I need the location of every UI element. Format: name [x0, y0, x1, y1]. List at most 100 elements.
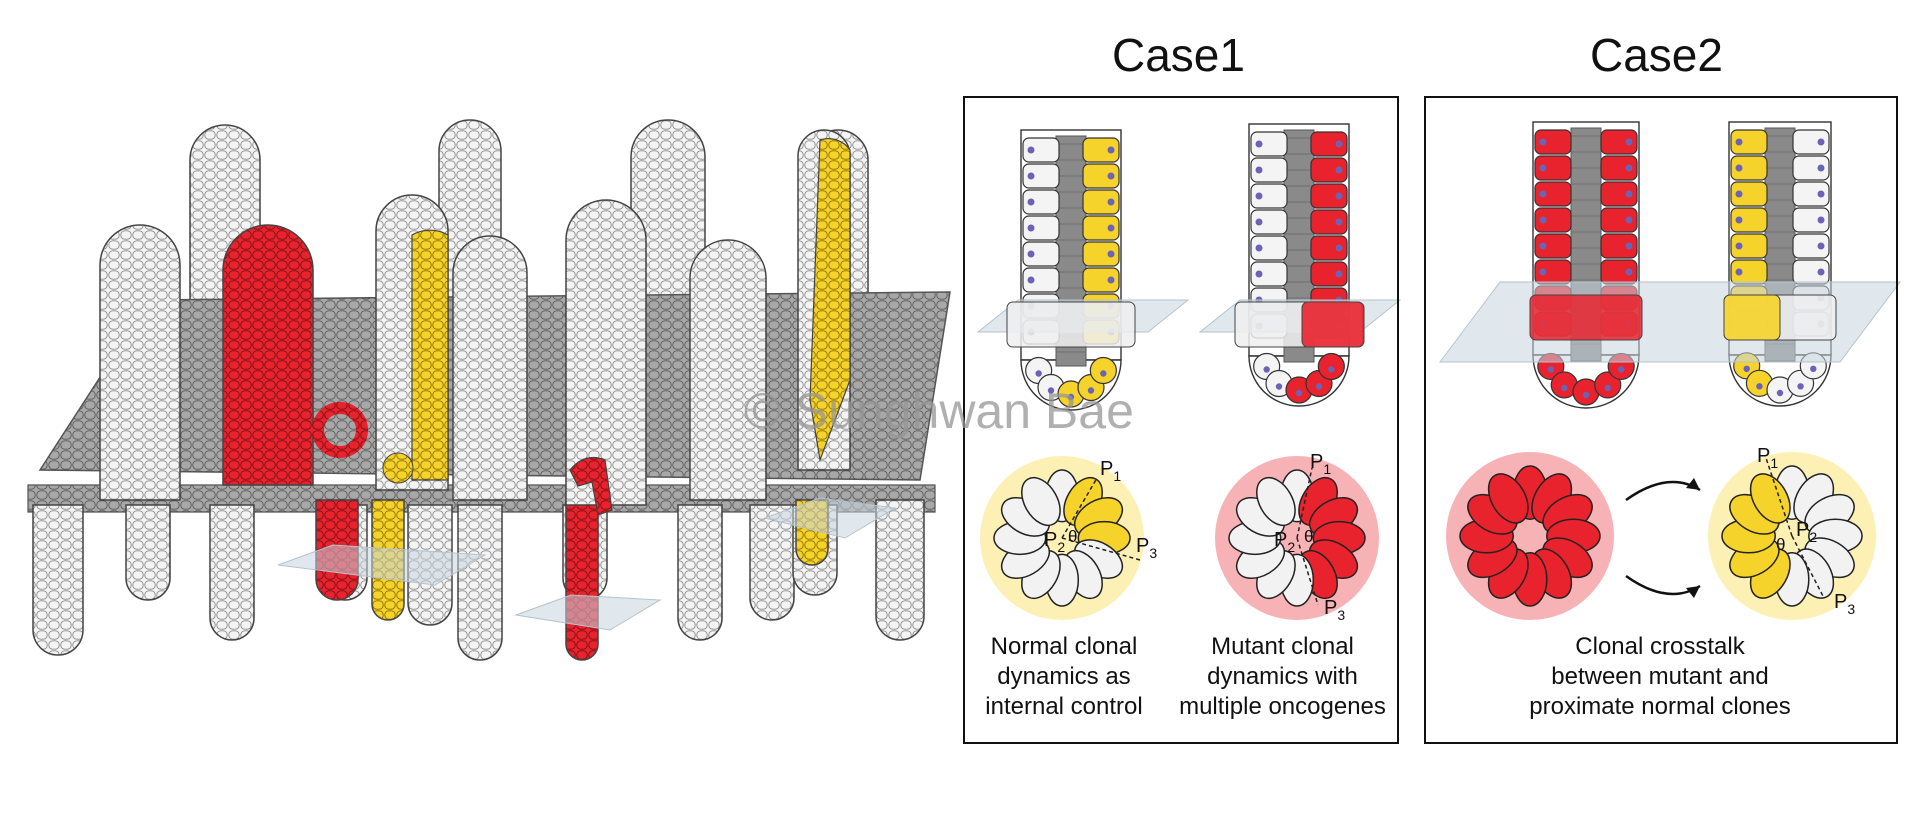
- cell: [1022, 189, 1060, 215]
- mutant-crypt: [565, 499, 599, 661]
- ring-cell: [1256, 476, 1296, 527]
- nucleus: [1817, 138, 1825, 146]
- mutant-branch: [569, 457, 613, 516]
- crypt: [209, 504, 255, 641]
- cell: [1730, 129, 1768, 155]
- nucleus: [1582, 391, 1590, 399]
- normal-band-half: [1723, 294, 1781, 341]
- nucleus: [1735, 268, 1743, 276]
- cell: [1082, 189, 1120, 215]
- mutant-crypt-opening: [312, 402, 368, 458]
- case1-left-caption: Normal clonal dynamics as internal contr…: [985, 633, 1143, 720]
- nucleus: [1067, 393, 1075, 401]
- angle-line: [1296, 537, 1319, 606]
- arrow-head: [1686, 586, 1700, 598]
- nucleus: [1625, 242, 1633, 250]
- cell: [1730, 233, 1768, 259]
- cell: [1250, 235, 1288, 261]
- cell: [1600, 207, 1638, 233]
- cross-section-band: [1529, 294, 1643, 341]
- nucleus: [1107, 198, 1115, 206]
- nucleus: [1255, 244, 1263, 252]
- villus: [565, 199, 647, 506]
- nucleus: [1604, 384, 1611, 392]
- cell: [1310, 131, 1348, 157]
- nucleus: [1561, 384, 1568, 392]
- tissue-3d: [27, 119, 951, 661]
- theta-label: θ: [1068, 527, 1077, 546]
- cell: [1082, 163, 1120, 189]
- cell: [1600, 155, 1638, 181]
- crypt: [875, 499, 925, 641]
- nucleus: [1255, 166, 1263, 174]
- crypt: [457, 504, 503, 661]
- ring-cell: [1487, 473, 1529, 524]
- nucleus: [1047, 387, 1055, 394]
- case2-caption: Clonal crosstalk between mutant and prox…: [1529, 633, 1791, 720]
- yellow-clone-stripe: [809, 137, 851, 463]
- nucleus: [1335, 244, 1343, 252]
- nucleus: [1625, 138, 1633, 146]
- nucleus: [1087, 387, 1095, 394]
- nucleus: [1335, 140, 1343, 148]
- cell: [1250, 209, 1288, 235]
- nucleus: [1539, 164, 1547, 172]
- cell: [1250, 157, 1288, 183]
- cell: [1022, 137, 1060, 163]
- cell: [1792, 181, 1830, 207]
- nucleus: [1107, 146, 1115, 154]
- cell: [1022, 241, 1060, 267]
- cell: [1534, 181, 1572, 207]
- crypt: [125, 504, 171, 601]
- nucleus: [1625, 216, 1633, 224]
- villus: [452, 235, 528, 501]
- nucleus: [1335, 166, 1343, 174]
- cell: [1310, 183, 1348, 209]
- arrow-head: [1686, 478, 1700, 490]
- case1-title: Case1: [1112, 29, 1245, 81]
- nucleus: [1335, 218, 1343, 226]
- nucleus: [1539, 190, 1547, 198]
- section-plane: [277, 544, 487, 586]
- section-plane: [763, 497, 897, 539]
- crypt: [32, 504, 84, 656]
- nucleus: [1335, 192, 1343, 200]
- cell: [1310, 157, 1348, 183]
- normal-crypt-opening: [382, 452, 414, 484]
- crypt: [749, 504, 795, 621]
- nucleus: [1255, 192, 1263, 200]
- nucleus: [1735, 216, 1743, 224]
- cell: [1600, 233, 1638, 259]
- nucleus: [1027, 172, 1035, 180]
- section-plane: [514, 594, 662, 631]
- nucleus: [1547, 366, 1555, 373]
- cell: [1310, 235, 1348, 261]
- nucleus: [1315, 383, 1323, 390]
- nucleus: [1735, 242, 1743, 250]
- villus: [99, 224, 181, 501]
- cell: [1730, 155, 1768, 181]
- nucleus: [1743, 365, 1750, 373]
- angle-line: [1791, 535, 1825, 599]
- nucleus: [1035, 370, 1042, 377]
- nucleus: [1735, 138, 1743, 146]
- nucleus: [1625, 164, 1633, 172]
- nucleus: [1027, 276, 1035, 284]
- angle-line: [1296, 467, 1313, 539]
- cell: [1082, 241, 1120, 267]
- nucleus: [1817, 164, 1825, 172]
- cell: [1082, 215, 1120, 241]
- nucleus: [1756, 383, 1763, 390]
- nucleus: [1027, 224, 1035, 232]
- mutant-band-half: [1301, 301, 1365, 348]
- case1-mutant-crypt-section: [1248, 123, 1350, 407]
- cell: [1022, 215, 1060, 241]
- cell: [1792, 233, 1830, 259]
- nucleus: [1335, 270, 1343, 278]
- angle-line: [1061, 477, 1098, 539]
- nucleus: [1107, 172, 1115, 180]
- nucleus: [1625, 190, 1633, 198]
- cell: [1534, 129, 1572, 155]
- case2-panel: [1424, 96, 1898, 744]
